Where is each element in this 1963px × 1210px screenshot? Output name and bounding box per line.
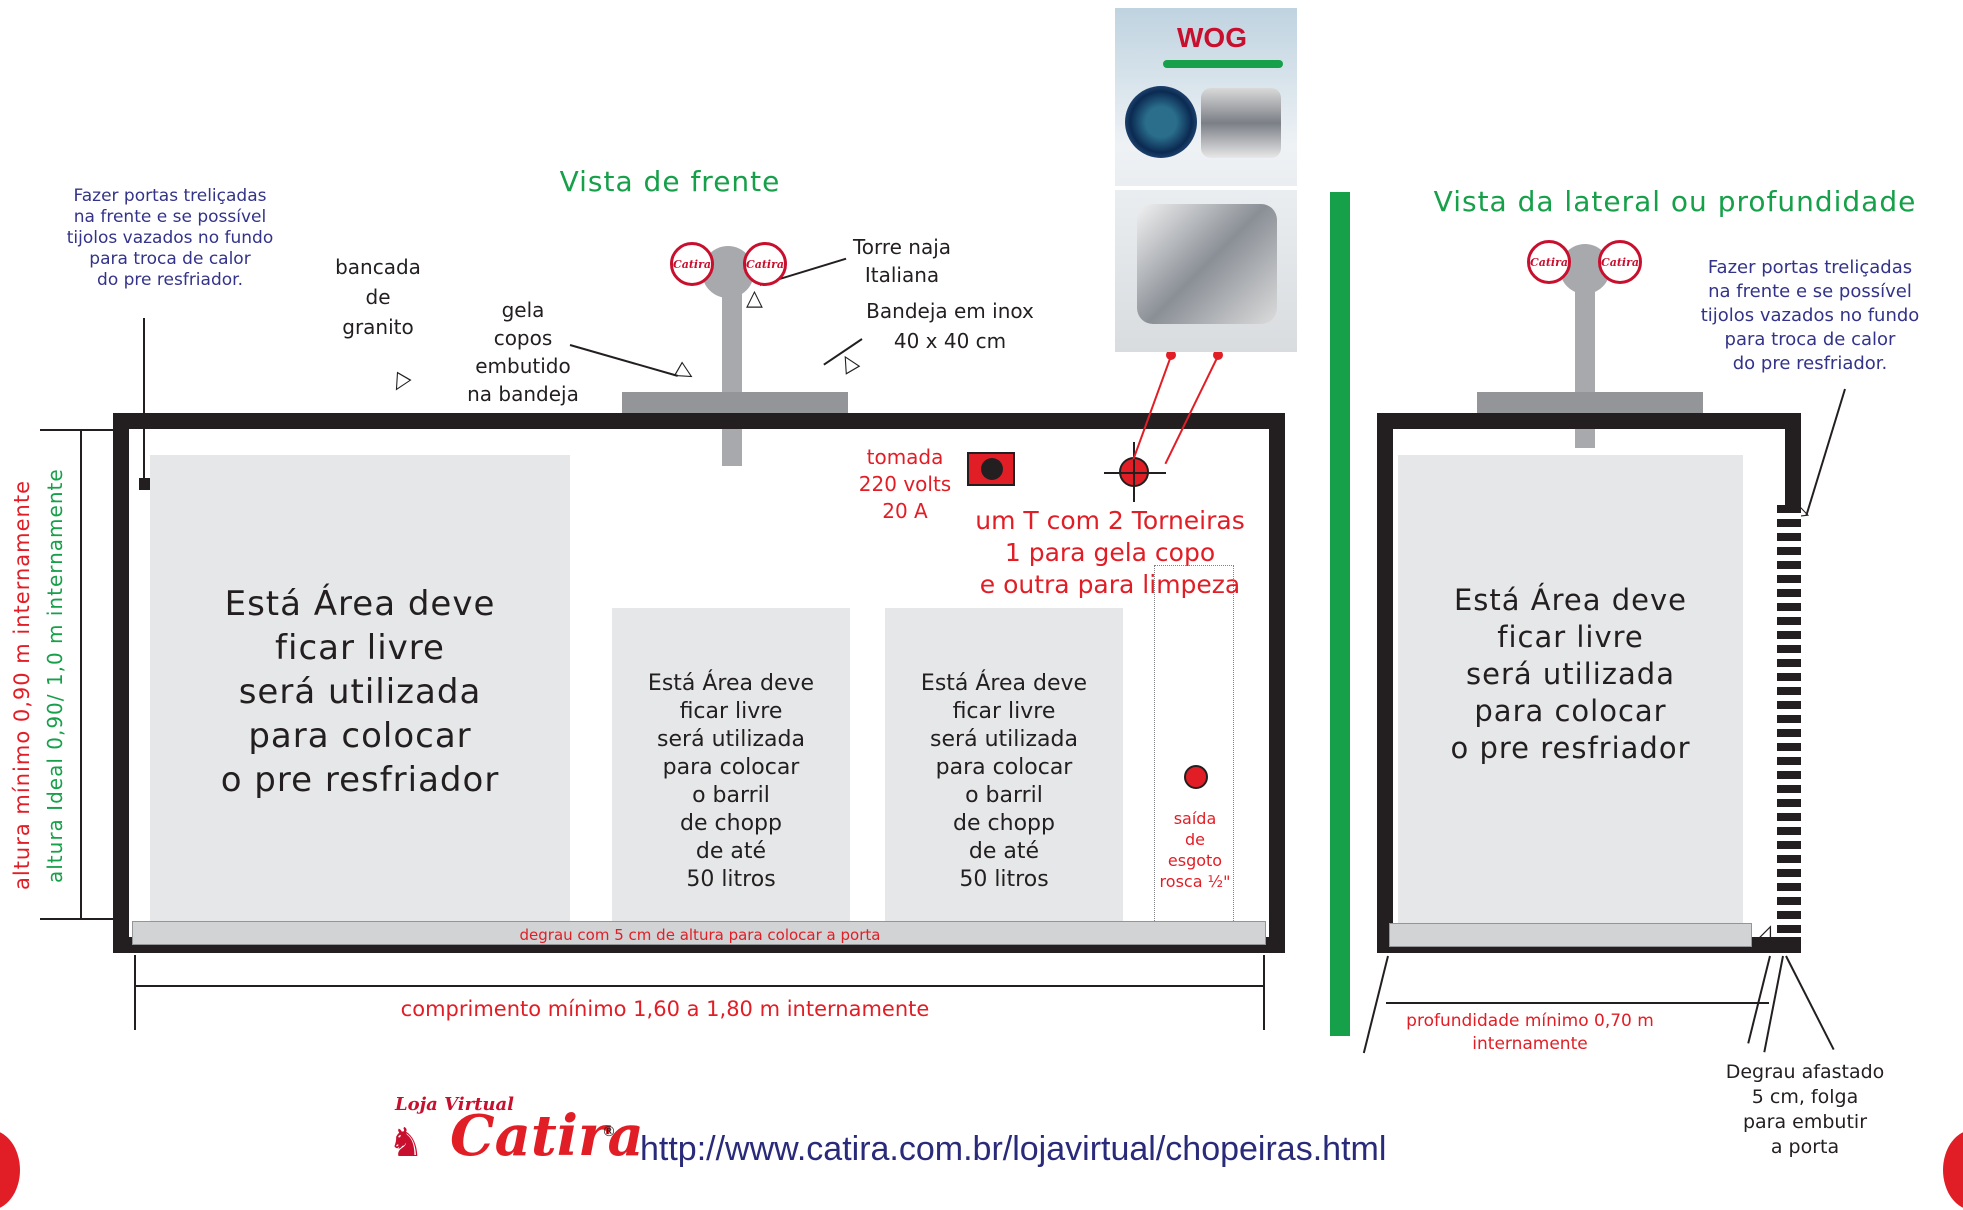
socket-icon <box>967 452 1015 486</box>
wog-swoosh <box>1163 60 1283 68</box>
front-area-barril-1-label: Está Área deve ficar livre será utilizad… <box>647 671 815 892</box>
front-portas-note: Fazer portas treliçadas na frente e se p… <box>66 186 274 290</box>
front-step <box>132 921 1266 945</box>
catira-badge-right: Catira <box>743 242 787 286</box>
side-portas-note: Fazer portas treliçadas na frente e se p… <box>1700 257 1920 374</box>
wog-logo: WOG <box>1177 22 1247 53</box>
front-area-barril-1 <box>612 608 850 925</box>
torre-arrow-icon: △ <box>746 286 763 311</box>
altura-minima-label: altura mínimo 0,90 m internamente <box>10 480 34 890</box>
catira-logo: Loja Virtual ♞ Catira ® <box>380 1092 644 1168</box>
valve-product-photo: WOG <box>1115 8 1297 352</box>
front-area-barril-2-label: Está Área deve ficar livre será utilizad… <box>920 671 1088 892</box>
esgoto-label: saída de esgoto rosca ½" <box>1159 809 1231 891</box>
side-view-title: Vista da lateral ou profundidade <box>1433 185 1917 218</box>
degrau-afastado-label: Degrau afastado 5 cm, folga para embutir… <box>1725 1061 1885 1158</box>
valve-ring-icon <box>1125 86 1197 158</box>
tap-leader-dot-1 <box>1166 350 1176 360</box>
gela-copos-arrow-icon: ▽ <box>669 358 700 387</box>
length-dim-left <box>134 955 136 1030</box>
front-area-barril-2 <box>885 608 1123 925</box>
side-note-leader <box>1805 388 1846 516</box>
side-wall-left <box>1377 413 1393 953</box>
degrau-label: degrau com 5 cm de altura para colocar a… <box>519 926 881 944</box>
logo-brand-text: Catira <box>450 1103 644 1169</box>
tap-leader-1 <box>1132 355 1172 460</box>
side-step <box>1389 923 1752 947</box>
tap-leader-dot-2 <box>1213 350 1223 360</box>
store-url-link[interactable]: http://www.catira.com.br/lojavirtual/cho… <box>640 1130 1387 1168</box>
comprimento-label: comprimento mínimo 1,60 a 1,80 m interna… <box>400 997 930 1021</box>
torre-label: Torre naja Italiana <box>852 235 952 287</box>
front-area-resfriador <box>150 455 570 925</box>
front-wall-left <box>113 413 129 953</box>
green-divider <box>1330 192 1350 1036</box>
valve-small-icon <box>1201 88 1281 158</box>
bancada-arrow-icon: ▽ <box>386 367 415 398</box>
height-dim-line <box>80 429 82 919</box>
valve-large-icon <box>1137 204 1277 324</box>
profundidade-label: profundidade mínimo 0,70 m internamente <box>1406 1011 1654 1054</box>
length-dim-line <box>134 985 1264 987</box>
bancada-label: bancada de granito <box>335 255 421 339</box>
tap-cross-h <box>1104 472 1166 474</box>
tomada-label: tomada 220 volts 20 A <box>858 445 952 523</box>
gela-copos-label: gela copos embutido na bandeja <box>467 298 579 406</box>
degrau-afastado-leader-2 <box>1785 955 1835 1051</box>
photo-divider <box>1115 186 1297 190</box>
drain-marker-icon <box>1184 765 1208 789</box>
length-dim-right <box>1263 955 1265 1030</box>
front-area-resfriador-label: Está Área deve ficar livre será utilizad… <box>220 584 500 800</box>
altura-ideal-label: altura Ideal 0,90/ 1,0 m internamente <box>43 468 67 883</box>
side-area-resfriador-label: Está Área deve ficar livre será utilizad… <box>1450 583 1691 765</box>
tap-leader-2 <box>1164 355 1219 465</box>
side-lattice-slats <box>1777 505 1801 937</box>
catira-badge-side-right: Catira <box>1598 240 1642 284</box>
logo-mascot-icon: ♞ <box>388 1120 424 1166</box>
catira-badge-side-left: Catira <box>1527 240 1571 284</box>
logo-small-text: Loja Virtual <box>395 1094 514 1115</box>
side-wall-right <box>1785 413 1801 513</box>
front-wall-right <box>1269 413 1285 953</box>
height-dim-bottom <box>40 918 115 920</box>
tap-cross-v <box>1133 442 1135 502</box>
height-dim-top <box>40 429 115 431</box>
corner-decoration-left <box>0 1130 20 1210</box>
front-note-marker <box>139 478 151 490</box>
front-view-title: Vista de frente <box>559 165 781 198</box>
tower-pole <box>722 288 742 466</box>
side-wall-top <box>1377 413 1801 429</box>
front-note-leader <box>143 318 145 488</box>
torneiras-label: um T com 2 Torneiras 1 para gela copo e … <box>975 506 1245 599</box>
bandeja-label: Bandeja em inox 40 x 40 cm <box>866 299 1034 353</box>
depth-dim-line <box>1386 1002 1769 1004</box>
side-area-resfriador <box>1398 455 1743 925</box>
corner-decoration-right <box>1943 1130 1963 1210</box>
front-wall-top <box>113 413 1285 429</box>
catira-badge-left: Catira <box>670 242 714 286</box>
logo-registered-mark: ® <box>602 1124 616 1140</box>
